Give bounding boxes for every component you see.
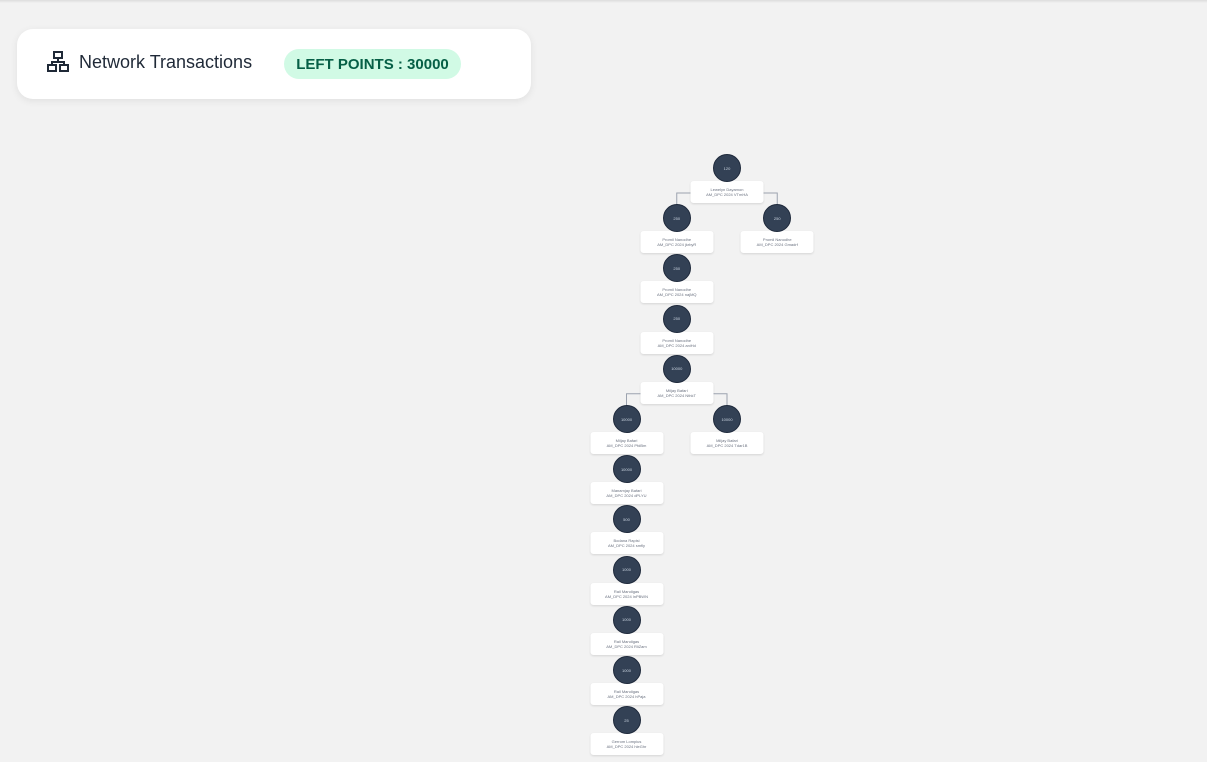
node-member-name: Promil Nanodhe: [762, 237, 792, 243]
node-member-name: Promil Nanodhe: [662, 237, 692, 243]
tree-node-circle[interactable]: 10000: [612, 405, 641, 433]
node-member-id: AM_DPC 2024 NthkT: [657, 392, 696, 398]
tree-node-circle[interactable]: 10000: [713, 405, 741, 433]
node-member-name: Lewelyn Dayamon: [710, 187, 744, 192]
node-member-name: Gerrom Lompius: [611, 739, 642, 745]
node-member-id: AM_DPC 2024 dPLYU: [606, 493, 647, 499]
node-member-name: Rail Mandigas: [613, 689, 640, 694]
node-member-name: Rail Mandigas: [613, 588, 640, 594]
tree-node-circle[interactable]: 1000: [612, 605, 641, 634]
tree-node-circle[interactable]: 120: [713, 154, 741, 182]
node-member-id: AM_DPC 2024 aniHd: [657, 342, 696, 348]
page-title: Network Transactions: [79, 52, 253, 72]
top-divider: [0, 0, 1207, 3]
network-icon: [47, 51, 69, 73]
node-member-id: AM_DPC 2024 VTmHA: [706, 192, 748, 197]
left-points-badge: LEFT POINTS : 30000: [284, 49, 461, 79]
node-member-id: AM_DPC 2024 PfdBm: [606, 443, 647, 448]
node-member-name: Miljay Bafari: [665, 387, 688, 393]
tree-node-circle[interactable]: 250: [662, 204, 691, 233]
node-member-name: Promil Nanodhe: [662, 287, 692, 293]
node-member-id: AM_DPC 2024 hleGhr: [606, 744, 647, 750]
node-member-name: Miljay Bafari: [615, 438, 638, 443]
tree-node-circle[interactable]: 250: [662, 304, 691, 333]
node-member-id: AM_DPC 2024 jkrbyR: [657, 242, 697, 248]
node-member-name: Miljay Bafari: [716, 438, 738, 443]
tree-node-circle[interactable]: 1000: [612, 656, 641, 684]
tree-node-circle[interactable]: 10000: [612, 455, 641, 484]
tree-node-circle[interactable]: 1000: [612, 555, 641, 584]
tree-node-circle[interactable]: 10000: [662, 354, 691, 383]
node-member-id: AM_DPC 2024 najMQ: [656, 292, 697, 298]
node-member-name: Bodana Rapisi: [613, 538, 640, 544]
tree-node-circle[interactable]: 250: [763, 204, 792, 233]
node-member-name: Rail Mandigas: [613, 638, 640, 644]
node-member-id: AM_DPC 2024 lnPBWN: [605, 593, 648, 599]
node-member-name: Manamjay Bafari: [611, 488, 642, 494]
tree-node-circle[interactable]: 250: [662, 254, 691, 283]
tree-node-circle[interactable]: 500: [612, 505, 641, 534]
node-member-name: Promil Nanodhe: [662, 337, 692, 343]
tree-node-circle[interactable]: 25: [612, 706, 641, 735]
node-member-id: AM_DPC 2024 Tdar1B: [706, 443, 748, 448]
node-member-id: AM_DPC 2024 Gmadrf: [756, 242, 798, 248]
node-member-id: AM_DPC 2024 hPaja: [607, 694, 646, 699]
node-member-id: AM_DPC 2024 RliZam: [606, 643, 647, 649]
node-member-id: AM_DPC 2024 smfly: [607, 543, 646, 549]
